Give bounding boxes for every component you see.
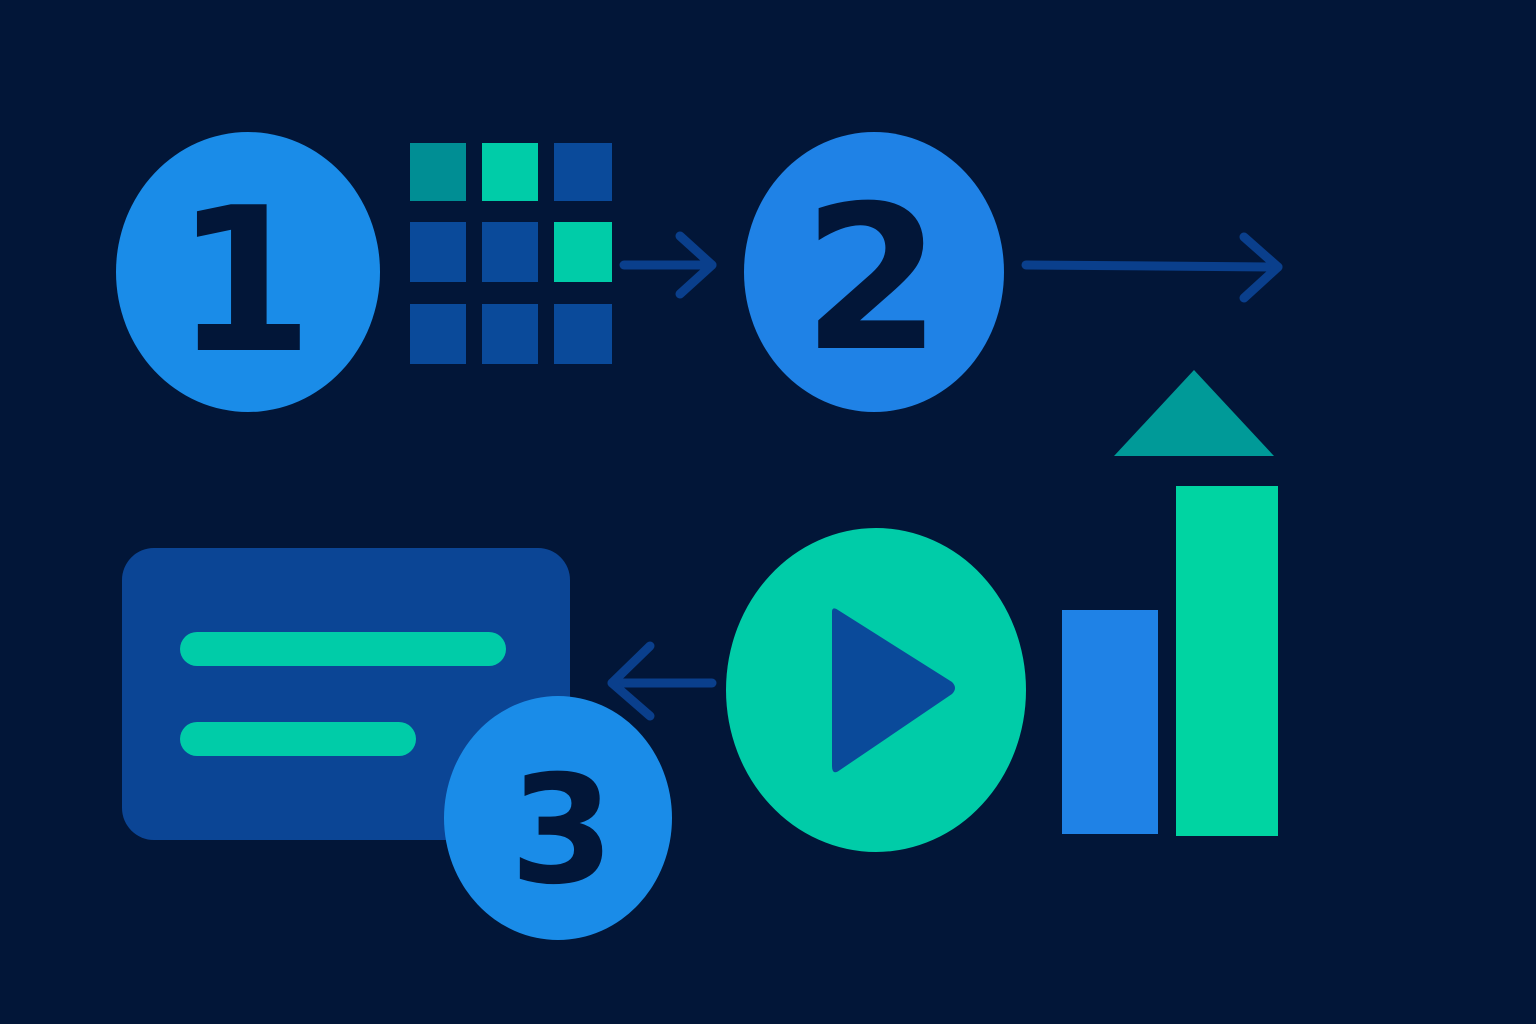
play-icon: [832, 608, 955, 773]
step-3-number: 3: [510, 744, 614, 918]
grid-cell: [482, 222, 538, 282]
step-2: 2: [744, 132, 1004, 412]
bar-chart-icon: [1062, 486, 1278, 836]
step-2-circle: [744, 132, 1004, 412]
card-line: [180, 722, 416, 756]
grid-cell: [554, 143, 612, 201]
bar-tall: [1176, 486, 1278, 836]
grid-cell: [554, 304, 612, 364]
play-button: [726, 528, 1026, 852]
step-3: 3: [444, 696, 672, 940]
bar-short: [1062, 610, 1158, 834]
grid-cell: [410, 304, 466, 364]
grid-cell: [554, 222, 612, 282]
step-1-number: 1: [174, 165, 313, 398]
grid-cell: [410, 222, 466, 282]
grid-cell: [410, 143, 466, 201]
grid-cell: [482, 143, 538, 201]
grid-icon: [410, 143, 612, 364]
triangle-up-icon: [1114, 370, 1274, 456]
card-line: [180, 632, 506, 666]
arrow-right-icon: [1021, 232, 1283, 303]
arrow-left-icon: [607, 641, 717, 721]
step-2-number: 2: [802, 163, 941, 396]
arrow-right-icon: [619, 231, 717, 299]
step-1: 1: [116, 132, 380, 412]
step-1-circle: [116, 132, 380, 412]
grid-cell: [482, 304, 538, 364]
step-3-circle: [444, 696, 672, 940]
